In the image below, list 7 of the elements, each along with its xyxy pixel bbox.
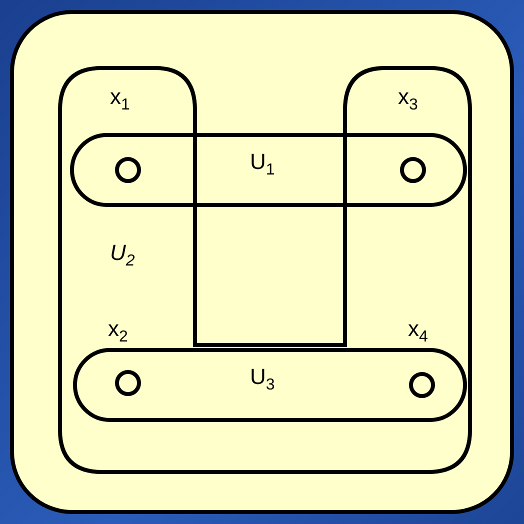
hyperedge-label: U$_{3}$ <box>250 366 275 394</box>
vertex-label: x$_{4}$ <box>408 318 428 346</box>
vertex-label: x$_{3}$ <box>398 86 418 114</box>
hyperedge-label: U$_{2}$ <box>110 242 135 270</box>
hyperedge-label: U$_{1}$ <box>250 151 275 178</box>
vertex-label: x$_{2}$ <box>108 318 128 346</box>
vertex-label: x$_{1}$ <box>110 86 130 114</box>
